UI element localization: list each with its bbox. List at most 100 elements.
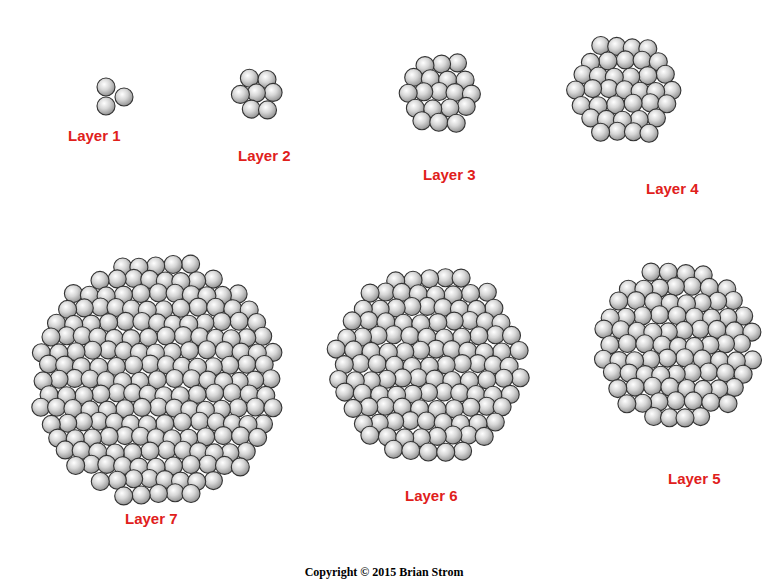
sphere [683, 364, 701, 382]
sphere [40, 355, 58, 373]
sphere [640, 124, 658, 142]
sphere [221, 356, 239, 374]
sphere [264, 399, 282, 417]
sphere [98, 455, 116, 473]
sphere [182, 255, 200, 273]
sphere [242, 100, 260, 118]
sphere [84, 341, 102, 359]
sphere [487, 326, 505, 344]
sphere [150, 398, 168, 416]
sphere [166, 370, 184, 388]
sphere [361, 284, 379, 302]
sphere [117, 312, 135, 330]
sphere [453, 355, 471, 373]
sphere [238, 355, 256, 373]
sphere [246, 398, 264, 416]
sphere [421, 270, 439, 288]
sphere [81, 370, 99, 388]
sphere [247, 84, 265, 102]
sphere [254, 327, 272, 345]
sphere [511, 369, 529, 387]
sphere [172, 299, 190, 317]
sphere [132, 486, 150, 504]
sphere [213, 313, 231, 331]
sphere [204, 270, 222, 288]
sphere [592, 123, 610, 141]
sphere [666, 278, 684, 296]
sphere [478, 283, 496, 301]
sphere [658, 349, 676, 367]
sphere [189, 298, 207, 316]
sphere [376, 397, 394, 415]
layer-label: Layer 7 [125, 510, 178, 527]
sphere [199, 455, 217, 473]
sphere [56, 441, 74, 459]
layer-label: Layer 1 [68, 127, 121, 144]
sphere [42, 328, 60, 346]
sphere [230, 312, 248, 330]
sphere [475, 427, 493, 445]
sphere [166, 484, 184, 502]
sphere [510, 342, 528, 360]
sphere [584, 80, 602, 98]
sphere [133, 398, 151, 416]
sphere [149, 485, 167, 503]
sphere [719, 395, 737, 413]
sphere [676, 409, 694, 427]
sphere [91, 473, 109, 491]
layer-label: Layer 2 [238, 147, 291, 164]
sphere [158, 441, 176, 459]
sphere [495, 369, 513, 387]
sphere [231, 85, 249, 103]
sphere [642, 263, 660, 281]
sphere [343, 312, 361, 330]
sphere [624, 94, 642, 112]
sphere [351, 355, 369, 373]
sphere [48, 398, 66, 416]
sphere [462, 398, 480, 416]
sphere [428, 427, 446, 445]
sphere [610, 292, 628, 310]
sphere [447, 114, 465, 132]
sphere [437, 443, 455, 461]
sphere [608, 122, 626, 140]
sphere [385, 440, 403, 458]
sphere [141, 442, 159, 460]
sphere [157, 327, 175, 345]
sphere [231, 458, 249, 476]
layer-label: Layer 6 [405, 487, 458, 504]
sphere [368, 355, 386, 373]
sphere [344, 399, 362, 417]
sphere [402, 442, 420, 460]
sphere [92, 385, 110, 403]
sphere [115, 487, 133, 505]
sphere [198, 341, 216, 359]
sphere [651, 306, 669, 324]
sphere [449, 54, 467, 72]
sphere [259, 101, 277, 119]
sphere [645, 408, 663, 426]
sphere [264, 83, 282, 101]
sphere [214, 427, 232, 445]
sphere [430, 113, 448, 131]
sphere [262, 370, 280, 388]
sphere [97, 97, 115, 115]
sphere [75, 299, 93, 317]
sphere [618, 335, 636, 353]
sphere [626, 378, 644, 396]
sphere [361, 426, 379, 444]
sphere [454, 442, 472, 460]
sphere [164, 256, 182, 274]
sphere [50, 370, 68, 388]
sphere [206, 384, 224, 402]
sphere [108, 270, 126, 288]
sphere [149, 284, 167, 302]
copyright-note: Copyright © 2015 Brian Strom [305, 565, 464, 580]
layer-label: Layer 4 [646, 180, 699, 197]
sphere [667, 392, 685, 410]
sphere [173, 413, 191, 431]
sphere [732, 335, 750, 353]
sphere [413, 112, 431, 130]
sphere [182, 456, 200, 474]
